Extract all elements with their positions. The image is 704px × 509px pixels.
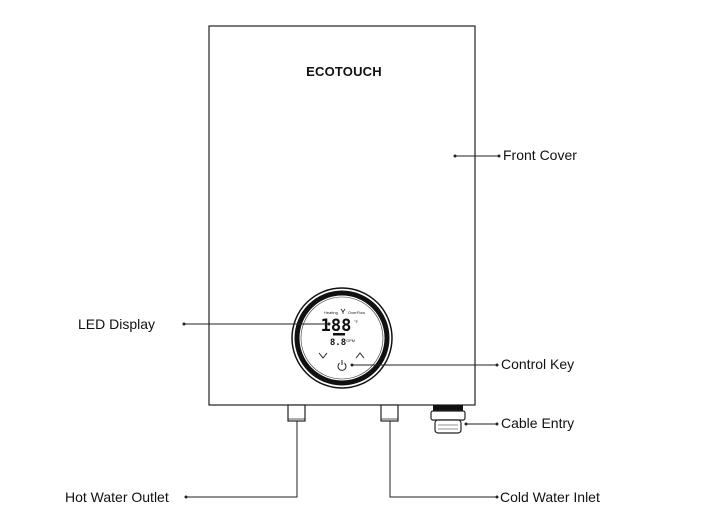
power-icon[interactable] bbox=[337, 360, 347, 371]
readout-divider bbox=[333, 333, 345, 336]
display-module: Heating OverFlow 188 °F 8.8 GPM bbox=[291, 287, 393, 389]
flow-readout: 8.8 bbox=[330, 338, 346, 348]
cold-water-inlet-label: Cold Water Inlet bbox=[500, 489, 600, 505]
front-cover-label: Front Cover bbox=[503, 147, 577, 163]
flow-icon bbox=[340, 308, 346, 314]
flow-unit: GPM bbox=[346, 338, 355, 343]
control-key-label: Control Key bbox=[501, 356, 574, 372]
hot-water-outlet-pipe bbox=[287, 404, 306, 422]
chevron-up-icon[interactable] bbox=[355, 352, 365, 359]
temperature-readout: 188 bbox=[321, 316, 352, 336]
cable-entry-gland bbox=[430, 405, 466, 434]
brand-logo: ECOTOUCH bbox=[306, 64, 382, 79]
leader-lines bbox=[184, 155, 500, 498]
cable-entry-label: Cable Entry bbox=[501, 415, 574, 431]
chevron-down-icon[interactable] bbox=[318, 352, 328, 359]
led-display-label: LED Display bbox=[78, 316, 155, 332]
hot-water-outlet-label: Hot Water Outlet bbox=[65, 489, 169, 505]
leader-dots bbox=[182, 154, 501, 499]
cold-water-inlet-pipe bbox=[380, 404, 399, 422]
heating-indicator: Heating bbox=[324, 310, 338, 315]
overflow-indicator: OverFlow bbox=[348, 310, 365, 315]
temperature-unit: °F bbox=[354, 319, 359, 324]
